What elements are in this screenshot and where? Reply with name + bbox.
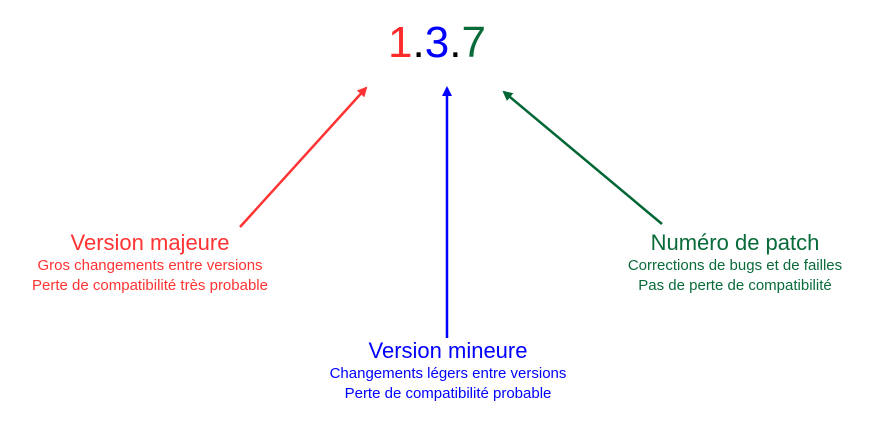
major-arrow bbox=[239, 86, 368, 228]
major-title: Version majeure bbox=[70, 230, 230, 255]
minor-title: Version mineure bbox=[368, 338, 528, 363]
minor-digit: 3 bbox=[424, 18, 450, 67]
patch-desc-1: Corrections de bugs et de failles bbox=[627, 257, 843, 274]
minor-desc-2: Perte de compatibilité probable bbox=[344, 385, 552, 402]
minor-label: Version mineure Changements légers entre… bbox=[290, 338, 606, 404]
major-label: Version majeure Gros changements entre v… bbox=[0, 230, 300, 296]
separator: . bbox=[412, 18, 425, 67]
patch-digit: 7 bbox=[461, 18, 486, 67]
patch-title: Numéro de patch bbox=[650, 230, 820, 255]
major-desc-1: Gros changements entre versions bbox=[37, 257, 263, 274]
patch-desc-2: Pas de perte de compatibilité bbox=[638, 277, 832, 294]
version-number: 1.3.7 bbox=[0, 18, 874, 68]
minor-desc-1: Changements légers entre versions bbox=[329, 365, 567, 382]
major-digit: 1 bbox=[388, 18, 413, 67]
patch-arrow bbox=[502, 90, 663, 225]
major-desc-2: Perte de compatibilité très probable bbox=[32, 277, 268, 294]
separator: . bbox=[449, 18, 462, 67]
patch-label: Numéro de patch Corrections de bugs et d… bbox=[590, 230, 874, 296]
